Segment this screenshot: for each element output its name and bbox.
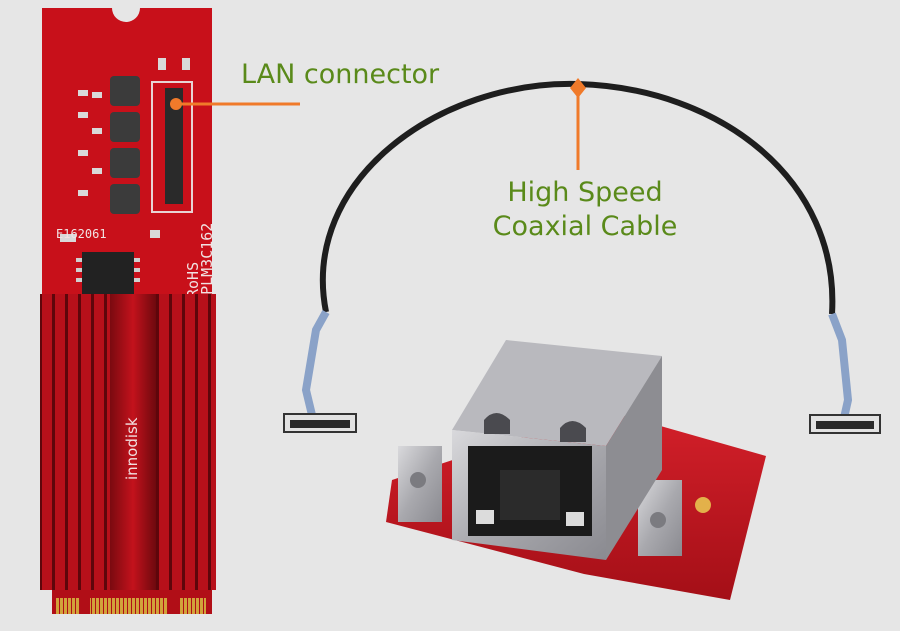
brand-logo-text: innodisk — [123, 417, 141, 480]
cable-end-right-wires — [828, 312, 853, 419]
gold-fingers-right — [180, 598, 206, 614]
lan-connector-label: LAN connector — [241, 59, 440, 90]
board-code-text: E162061 — [56, 227, 107, 241]
cable-callout-marker — [570, 78, 586, 98]
cable-label-line1: High Speed — [507, 177, 663, 208]
gold-fingers-middle — [90, 598, 168, 614]
mounting-hole — [695, 497, 711, 513]
m2-lan-card: E162061 RoHS 4EGPLM3C162 innodisk — [40, 8, 216, 614]
coaxial-cable-label: High Speed Coaxial Cable — [490, 176, 680, 244]
cable-label-line2: Coaxial Cable — [492, 211, 678, 242]
gold-fingers-left — [56, 598, 80, 614]
rohs-text: RoHS — [184, 262, 202, 298]
heatsink-center — [110, 294, 156, 590]
phy-chip — [82, 252, 134, 294]
mounting-notch — [112, 8, 140, 22]
lan-callout-dot — [170, 98, 182, 110]
cable-end-left-wires — [301, 310, 330, 416]
inductors — [110, 76, 140, 214]
lan-connector-icon — [165, 88, 183, 204]
rj45-side — [606, 356, 662, 560]
callouts — [170, 78, 586, 170]
led-right-icon — [566, 512, 584, 526]
rj45-breakout-board — [386, 340, 766, 600]
led-left-icon — [476, 510, 494, 524]
lan-connector-outline — [151, 81, 193, 213]
